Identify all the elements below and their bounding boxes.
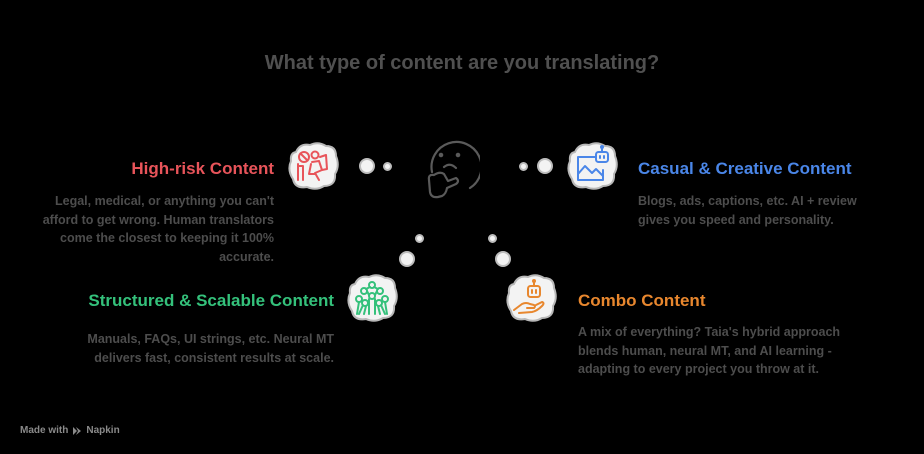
thinking-face-icon <box>427 140 480 199</box>
connector-dot <box>488 234 497 243</box>
footer: Made with Napkin <box>20 425 120 436</box>
connector-dot <box>495 251 511 267</box>
translator-at-desk-icon <box>297 150 328 181</box>
connector-dot <box>519 162 528 171</box>
napkin-logo-icon <box>73 426 82 435</box>
connector-dot <box>415 234 424 243</box>
connector-dot <box>399 251 415 267</box>
structured-cloud <box>347 274 398 322</box>
combo-description: A mix of everything? Taia's hybrid appro… <box>578 325 841 376</box>
page-title: What type of content are you translating… <box>264 52 660 74</box>
casual-heading: Casual & Creative Content <box>638 159 852 178</box>
connector-dot <box>359 158 375 174</box>
high-risk-heading: High-risk Content <box>131 159 274 178</box>
hand-holding-robot-icon <box>513 279 545 314</box>
structured-heading: Structured & Scalable Content <box>88 291 334 310</box>
casual-cloud <box>567 142 618 190</box>
high-risk-cloud <box>288 142 339 190</box>
connector-dot <box>537 158 553 174</box>
napkin-brand[interactable]: Napkin <box>86 425 120 436</box>
structured-description: Manuals, FAQs, UI strings, etc. Neural M… <box>87 332 334 365</box>
high-risk-description: Legal, medical, or anything you can't af… <box>42 194 274 264</box>
network-structure-icon <box>355 281 389 315</box>
combo-heading: Combo Content <box>578 291 706 310</box>
image-with-robot-icon <box>577 145 609 181</box>
connector-dot <box>383 162 392 171</box>
casual-description: Blogs, ads, captions, etc. AI + review g… <box>638 194 857 227</box>
made-with-label: Made with <box>20 425 69 436</box>
combo-cloud <box>506 274 557 322</box>
